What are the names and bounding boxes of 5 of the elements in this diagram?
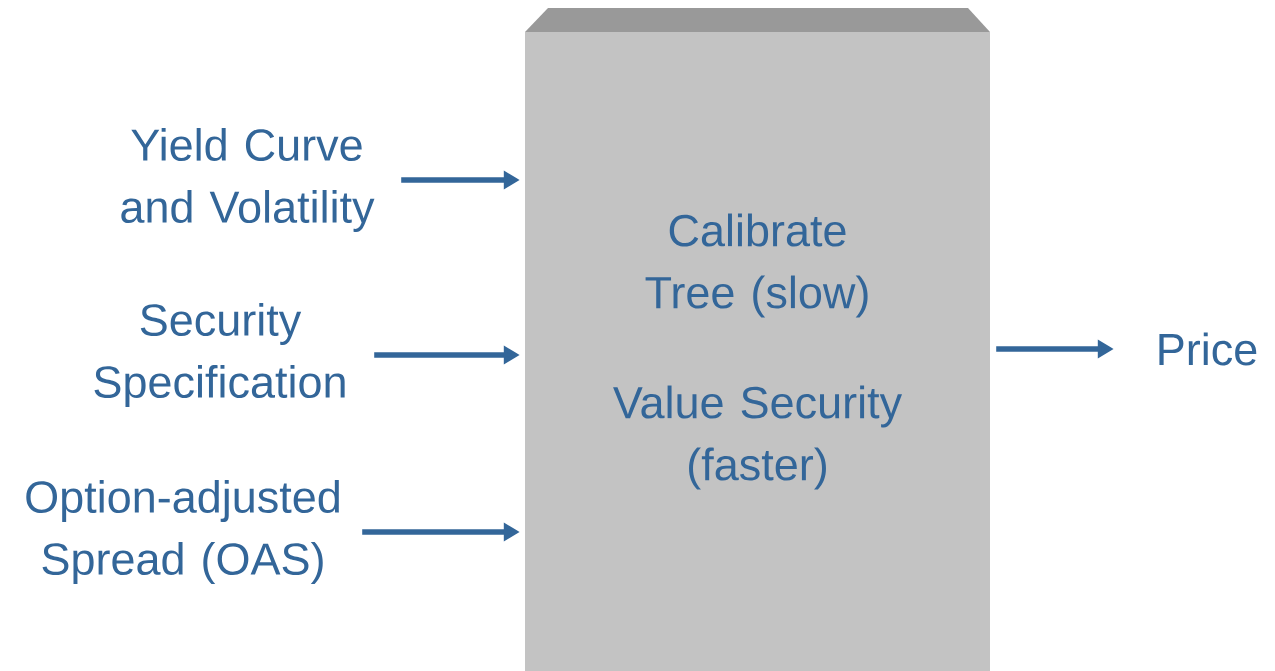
- input-label: Option-adjusted Spread (OAS): [26, 480, 339, 584]
- input-label: Security Specification: [94, 303, 345, 407]
- input-label: Yield Curve and Volatility: [121, 128, 375, 232]
- input-label: Price: [1159, 332, 1257, 366]
- process-box: Calibrate Tree (slow) Value Security (faster): [525, 8, 990, 671]
